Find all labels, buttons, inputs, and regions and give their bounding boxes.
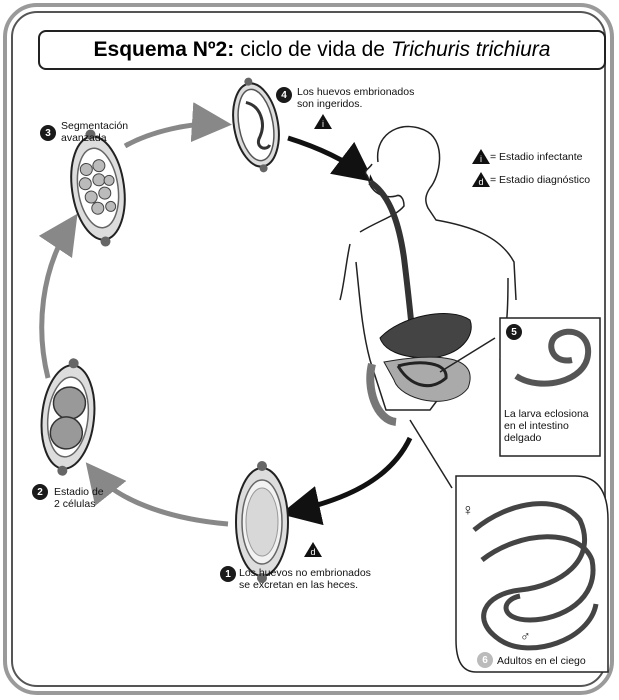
stage-1-label: Los huevos no embrionados se excretan en… <box>239 567 371 591</box>
legend-infective-label: = Estadio infectante <box>490 151 583 163</box>
legend-diagnostic-icon: d <box>472 172 490 187</box>
legend-diagnostic-label: = Estadio diagnóstico <box>490 174 590 186</box>
egg-stage-3 <box>64 126 132 250</box>
female-symbol: ♀ <box>462 505 474 517</box>
stage-4-number: 4 <box>276 87 292 103</box>
stage-1-number: 1 <box>220 566 236 582</box>
male-symbol: ♂ <box>520 630 531 642</box>
svg-text:i: i <box>322 119 324 129</box>
adults-pointer <box>410 420 452 488</box>
egg-stage-1 <box>236 461 288 583</box>
stage-6-label: Adultos en el ciego <box>497 655 586 667</box>
diagnostic-stage-marker: d <box>304 542 322 557</box>
stage-3-number: 3 <box>40 125 56 141</box>
svg-text:d: d <box>478 177 483 187</box>
stage-2-label: Estadio de 2 células <box>54 486 104 510</box>
stage-4-label: Los huevos embrionados son ingeridos. <box>297 86 414 110</box>
infective-stage-marker: i <box>314 114 332 129</box>
stage-2-number: 2 <box>32 484 48 500</box>
svg-text:i: i <box>480 154 482 164</box>
stage-5-label: La larva eclosiona en el intestino delga… <box>504 408 589 444</box>
svg-text:d: d <box>310 547 315 557</box>
stage-5-number: 5 <box>506 324 522 340</box>
stage-6-number: 6 <box>477 652 493 668</box>
legend-infective-icon: i <box>472 149 490 164</box>
stage-3-label: Segmentación avanzada <box>61 120 128 144</box>
